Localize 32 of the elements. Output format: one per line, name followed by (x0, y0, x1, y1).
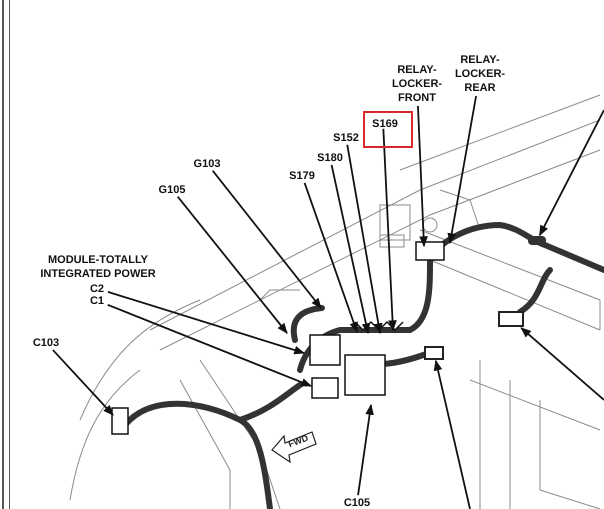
callout-label: S180 (316, 151, 344, 165)
leader-line (434, 360, 471, 509)
leader-line (107, 304, 312, 387)
callout-label: S152 (332, 131, 360, 145)
callout-label: RELAY-LOCKER-FRONT (390, 63, 444, 105)
callout-label: S169 (371, 117, 399, 131)
leader-line (417, 106, 428, 248)
leader-line (520, 327, 604, 401)
callout-label: G103 (192, 157, 222, 171)
connector-block (498, 311, 524, 327)
leader-line (538, 110, 604, 236)
callout-label: C1 (88, 294, 106, 308)
leader-line (382, 128, 397, 332)
leader-line (212, 170, 322, 309)
connector-block (424, 346, 444, 360)
callout-label: C103 (32, 336, 60, 350)
leader-line (108, 291, 306, 354)
callout-label: RELAY-LOCKER-REAR (454, 53, 506, 95)
callout-label: C105 (342, 496, 372, 509)
leader-line (357, 404, 374, 496)
harness-segment (528, 236, 546, 245)
leader-line (304, 182, 358, 334)
callout-label: MODULE-TOTALLY INTEGRATED POWER (39, 253, 157, 281)
leader-line (447, 96, 477, 244)
callout-label: C2 (88, 282, 106, 296)
leader-line (52, 349, 114, 416)
leader-line (177, 196, 288, 334)
leader-line (330, 164, 370, 334)
highlight-frame (363, 111, 413, 148)
callout-label: S179 (288, 169, 316, 183)
leader-line (346, 144, 383, 334)
callout-label: G105 (158, 183, 186, 197)
